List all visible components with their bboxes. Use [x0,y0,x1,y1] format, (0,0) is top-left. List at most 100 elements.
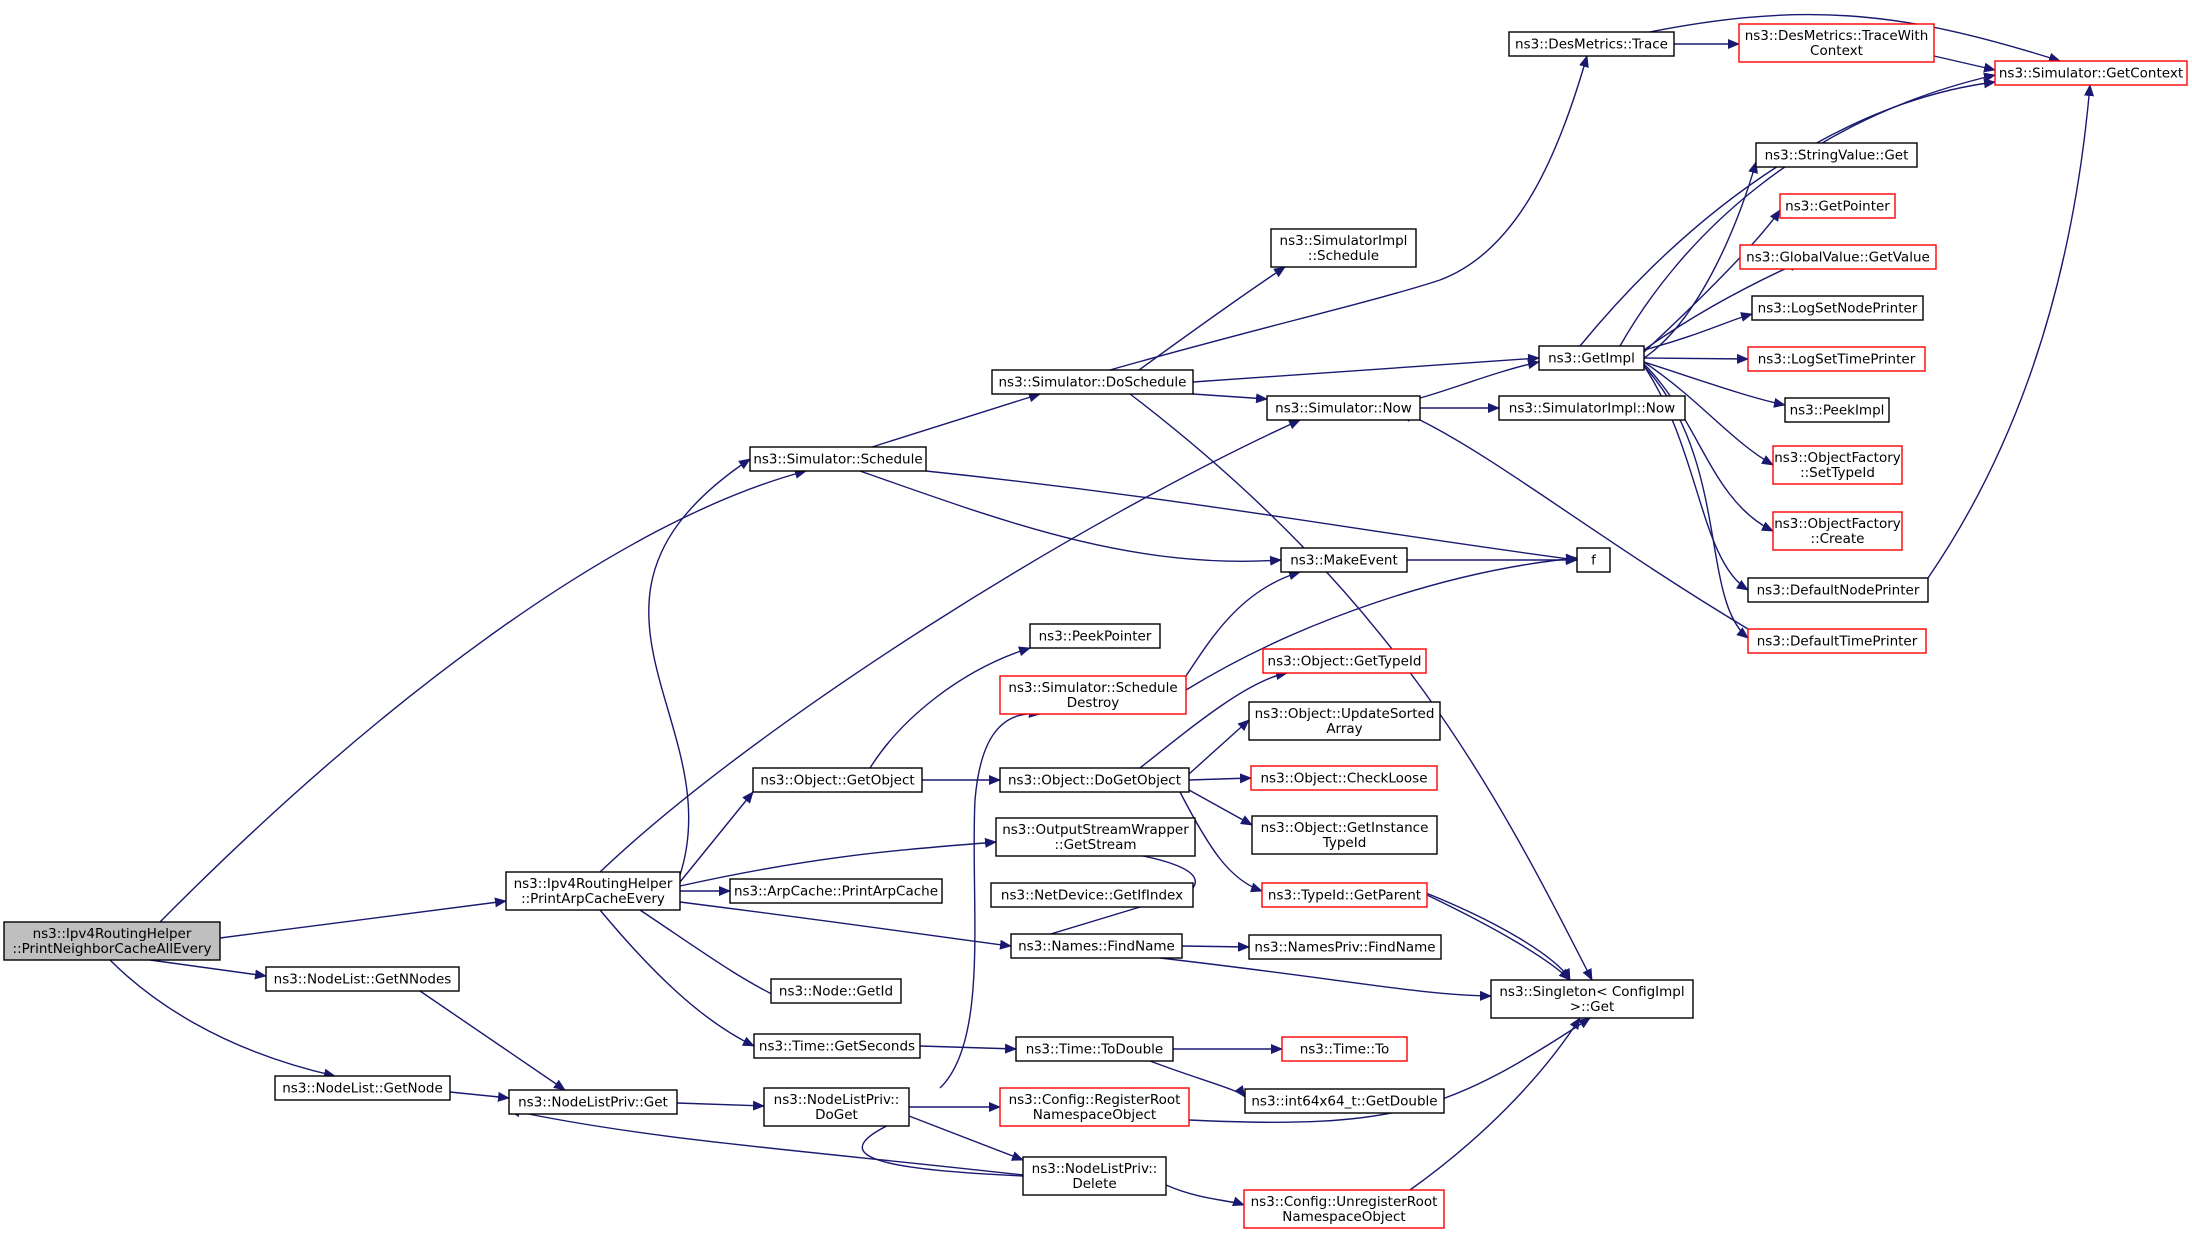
node-box[interactable] [1244,1088,1445,1114]
node-box[interactable] [763,1087,910,1127]
node-objGetTypeId[interactable]: ns3::Object::GetTypeId [1262,648,1427,674]
node-box[interactable] [505,871,681,911]
node-box[interactable] [1251,815,1438,855]
node-box[interactable] [265,966,460,992]
node-root[interactable]: ns3::Ipv4RoutingHelper::PrintNeighborCac… [3,921,221,961]
node-int64GetDouble[interactable]: ns3::int64x64_t::GetDouble [1244,1088,1445,1114]
node-globalGetValue[interactable]: ns3::GlobalValue::GetValue [1739,244,1937,270]
node-simSchedule[interactable]: ns3::Simulator::Schedule [749,446,927,472]
node-box[interactable] [1010,933,1183,959]
node-logSetNode[interactable]: ns3::LogSetNodePrinter [1751,295,1924,321]
node-simImplNow[interactable]: ns3::SimulatorImpl::Now [1498,395,1686,421]
node-box[interactable] [729,878,943,904]
node-box[interactable] [1248,701,1441,741]
node-box[interactable] [508,1089,678,1115]
node-box[interactable] [1490,979,1694,1019]
node-simDoSchedule[interactable]: ns3::Simulator::DoSchedule [991,369,1194,395]
node-box[interactable] [1751,295,1924,321]
node-box[interactable] [1784,397,1890,423]
node-simNow[interactable]: ns3::Simulator::Now [1266,395,1421,421]
node-box[interactable] [1261,882,1428,908]
node-box[interactable] [753,1033,921,1059]
node-timeToDouble[interactable]: ns3::Time::ToDouble [1015,1036,1174,1062]
node-box[interactable] [1266,395,1421,421]
node-objCheckLoose[interactable]: ns3::Object::CheckLoose [1250,765,1438,791]
node-box[interactable] [1739,244,1937,270]
node-timeGetSeconds[interactable]: ns3::Time::GetSeconds [753,1033,921,1059]
node-box[interactable] [991,369,1194,395]
node-box[interactable] [1281,1036,1408,1062]
node-box[interactable] [1779,193,1896,219]
node-box[interactable] [1029,623,1161,649]
node-printArp[interactable]: ns3::Ipv4RoutingHelper::PrintArpCacheEve… [505,871,681,911]
node-ofCreate[interactable]: ns3::ObjectFactory::Create [1772,511,1903,551]
node-box[interactable] [1747,628,1927,654]
node-nlGetNode[interactable]: ns3::NodeList::GetNode [274,1075,451,1101]
node-box[interactable] [1747,577,1929,603]
node-nodeGetId[interactable]: ns3::Node::GetId [770,978,902,1004]
node-box[interactable] [999,767,1190,793]
node-namesFindName[interactable]: ns3::Names::FindName [1010,933,1183,959]
node-box[interactable] [995,817,1196,857]
node-box[interactable] [1576,547,1611,573]
node-getPointer[interactable]: ns3::GetPointer [1779,193,1896,219]
node-defNodePrinter[interactable]: ns3::DefaultNodePrinter [1747,577,1929,603]
node-box[interactable] [1755,142,1918,168]
node-box[interactable] [1498,395,1686,421]
node-box[interactable] [1538,345,1645,371]
node-box[interactable] [274,1075,451,1101]
node-box[interactable] [1747,346,1926,372]
node-oswGetStream[interactable]: ns3::OutputStreamWrapper::GetStream [995,817,1196,857]
node-logSetTime[interactable]: ns3::LogSetTimePrinter [1747,346,1926,372]
node-box[interactable] [1022,1156,1167,1196]
node-nlpDoGet[interactable]: ns3::NodeListPriv::DoGet [763,1087,910,1127]
node-netDevGetIf[interactable]: ns3::NetDevice::GetIfIndex [990,882,1194,908]
node-box[interactable] [1243,1189,1445,1229]
node-peekImpl[interactable]: ns3::PeekImpl [1784,397,1890,423]
node-box[interactable] [770,978,902,1004]
node-box[interactable] [1248,934,1442,960]
node-simGetContext[interactable]: ns3::Simulator::GetContext [1994,60,2188,86]
node-objDoGetObject[interactable]: ns3::Object::DoGetObject [999,767,1190,793]
node-box[interactable] [3,921,221,961]
node-makeEvent[interactable]: ns3::MakeEvent [1280,547,1408,573]
node-box[interactable] [1738,23,1935,63]
node-typeIdGetParent[interactable]: ns3::TypeId::GetParent [1261,882,1428,908]
node-nlpDelete[interactable]: ns3::NodeListPriv::Delete [1022,1156,1167,1196]
node-cfgUnregister[interactable]: ns3::Config::UnregisterRootNamespaceObje… [1243,1189,1445,1229]
node-box[interactable] [1015,1036,1174,1062]
node-arpPrint[interactable]: ns3::ArpCache::PrintArpCache [729,878,943,904]
node-box[interactable] [752,767,923,793]
node-box[interactable] [990,882,1194,908]
node-nlGetNNodes[interactable]: ns3::NodeList::GetNNodes [265,966,460,992]
node-box[interactable] [1270,228,1417,268]
node-box[interactable] [1994,60,2188,86]
node-box[interactable] [1508,31,1675,57]
node-ofSetTypeId[interactable]: ns3::ObjectFactory::SetTypeId [1772,445,1903,485]
node-box[interactable] [1280,547,1408,573]
node-box[interactable] [999,675,1187,715]
node-namesPrivFind[interactable]: ns3::NamesPriv::FindName [1248,934,1442,960]
node-box[interactable] [1772,511,1903,551]
node-box[interactable] [1772,445,1903,485]
node-simImplSchedule[interactable]: ns3::SimulatorImpl::Schedule [1270,228,1417,268]
node-box[interactable] [1250,765,1438,791]
node-peekPointer[interactable]: ns3::PeekPointer [1029,623,1161,649]
node-strValGet[interactable]: ns3::StringValue::Get [1755,142,1918,168]
node-nlpGet[interactable]: ns3::NodeListPriv::Get [508,1089,678,1115]
node-objGetObject[interactable]: ns3::Object::GetObject [752,767,923,793]
node-box[interactable] [749,446,927,472]
node-box[interactable] [999,1087,1190,1127]
node-singletonGet[interactable]: ns3::Singleton< ConfigImpl >::Get [1490,979,1694,1019]
node-timeTo[interactable]: ns3::Time::To [1281,1036,1408,1062]
node-getImpl[interactable]: ns3::GetImpl [1538,345,1645,371]
node-desTrace[interactable]: ns3::DesMetrics::Trace [1508,31,1675,57]
node-box[interactable] [1262,648,1427,674]
node-f[interactable]: f [1576,547,1611,573]
node-defTimePrinter[interactable]: ns3::DefaultTimePrinter [1747,628,1927,654]
